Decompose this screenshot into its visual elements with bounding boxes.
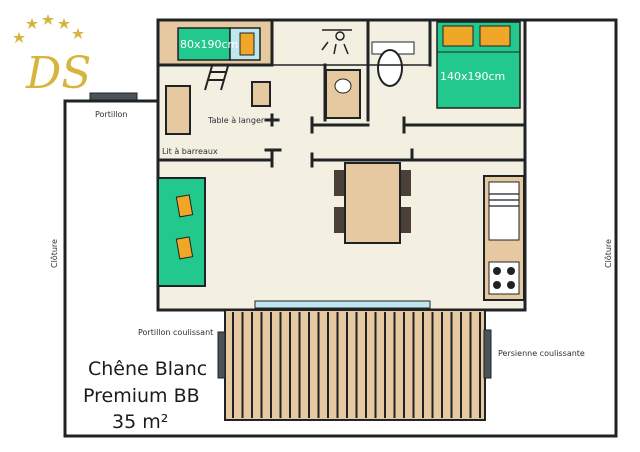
pillow — [239, 32, 255, 56]
crib — [165, 85, 191, 135]
stars-icon — [13, 14, 84, 43]
ladder-icon — [204, 65, 229, 91]
walls — [156, 18, 527, 312]
logo-monogram: DS — [25, 48, 91, 99]
dining-table — [334, 162, 411, 244]
changing-table — [251, 81, 271, 107]
shower-icon — [321, 29, 352, 55]
deck — [224, 309, 486, 421]
sink — [488, 181, 520, 241]
sliding-shutter — [483, 329, 492, 379]
model-name: Chêne Blanc — [88, 358, 207, 380]
bunk-bed-label: 80x190cm — [180, 38, 238, 51]
pillow — [479, 25, 511, 47]
crib-label: Lit à barreaux — [162, 147, 218, 156]
kitchen — [483, 175, 525, 301]
glass-door — [254, 300, 431, 309]
logo: DS — [13, 14, 91, 99]
double-bed-label: 140x190cm — [440, 70, 505, 83]
fence-label-right: Clôture — [603, 239, 613, 268]
toilet — [377, 49, 403, 87]
bunk-bed — [177, 27, 231, 61]
sofa — [157, 177, 206, 287]
sink — [325, 69, 361, 119]
sliding-gate — [217, 331, 226, 379]
gate — [89, 92, 138, 101]
gate-label: Portillon — [95, 110, 128, 119]
pillow — [442, 25, 474, 47]
model-area: 35 m² — [112, 411, 168, 433]
hob — [488, 261, 520, 295]
fence — [63, 18, 618, 438]
fence-label-left: Clôture — [49, 239, 59, 268]
sliding-gate-label: Portillon coulissant — [138, 328, 213, 337]
sliding-shutter-label: Persienne coulissante — [498, 349, 585, 358]
model-variant: Premium BB — [83, 385, 200, 407]
changing-table-label: Table à langer — [207, 116, 265, 125]
